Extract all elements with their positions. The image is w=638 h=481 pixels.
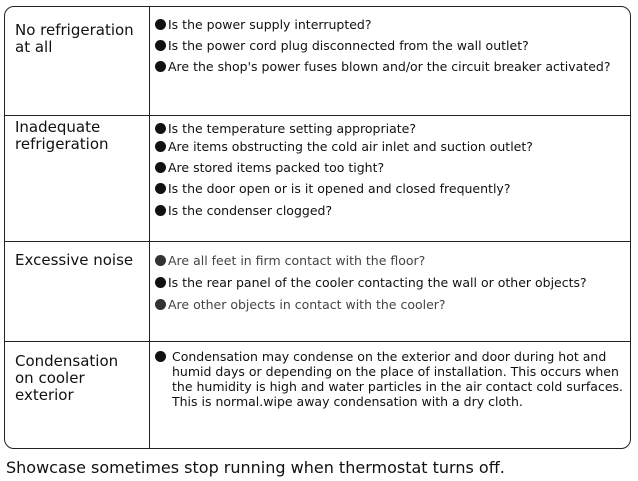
note-line: Condensation may condense on the exterio… (172, 349, 607, 364)
bullet-dot (155, 141, 166, 152)
problem-label-line: Inadequate (15, 118, 101, 136)
problem-label-line: at all (15, 38, 53, 56)
bullet-dot (155, 61, 166, 72)
problem-label-line: refrigeration (15, 135, 109, 153)
row-divider (5, 341, 630, 342)
problem-label-line: Excessive noise (15, 251, 134, 269)
problem-label: Excessive noise (15, 252, 145, 269)
check-item: Is the temperature setting appropriate? (155, 121, 416, 136)
check-item: Are stored items packed too tight? (155, 160, 384, 175)
check-item: Are items obstructing the cold air inlet… (155, 139, 533, 154)
problem-label: Inadequate refrigeration (15, 119, 145, 153)
problem-label-line: exterior (15, 386, 74, 404)
check-item: Is the door open or is it opened and clo… (155, 181, 510, 196)
bullet-dot (155, 299, 166, 310)
troubleshooting-table: No refrigeration at all Is the power sup… (4, 6, 631, 449)
check-item: Are other objects in contact with the co… (155, 297, 446, 312)
problem-label-line: Condensation (15, 352, 119, 370)
condensation-note: Condensation may condense on the exterio… (155, 349, 625, 409)
bullet-dot (155, 277, 166, 288)
check-item: Is the power supply interrupted? (155, 17, 371, 32)
bullet-dot (155, 123, 166, 134)
column-divider (149, 7, 150, 448)
footer-note: Showcase sometimes stop running when the… (6, 458, 505, 477)
check-item: Are all feet in firm contact with the fl… (155, 253, 425, 268)
bullet-dot (155, 183, 166, 194)
bullet-dot (155, 351, 166, 362)
bullet-dot (155, 40, 166, 51)
check-item: Is the condenser clogged? (155, 203, 332, 218)
row-divider (5, 241, 630, 242)
row-divider (5, 115, 630, 116)
check-item: Are the shop's power fuses blown and/or … (155, 59, 611, 74)
check-item: Is the power cord plug disconnected from… (155, 38, 529, 53)
note-line: This is normal.wipe away condensation wi… (172, 394, 523, 409)
check-item: Is the rear panel of the cooler contacti… (155, 275, 587, 290)
problem-label: No refrigeration at all (15, 22, 145, 56)
problem-label-line: No refrigeration (15, 21, 134, 39)
bullet-dot (155, 255, 166, 266)
note-line: humid days or depending on the place of … (172, 364, 619, 379)
note-line: the humidity is high and water particles… (172, 379, 623, 394)
bullet-dot (155, 162, 166, 173)
problem-label: Condensation on cooler exterior (15, 353, 145, 404)
problem-label-line: on cooler (15, 369, 85, 387)
bullet-dot (155, 19, 166, 30)
bullet-dot (155, 205, 166, 216)
